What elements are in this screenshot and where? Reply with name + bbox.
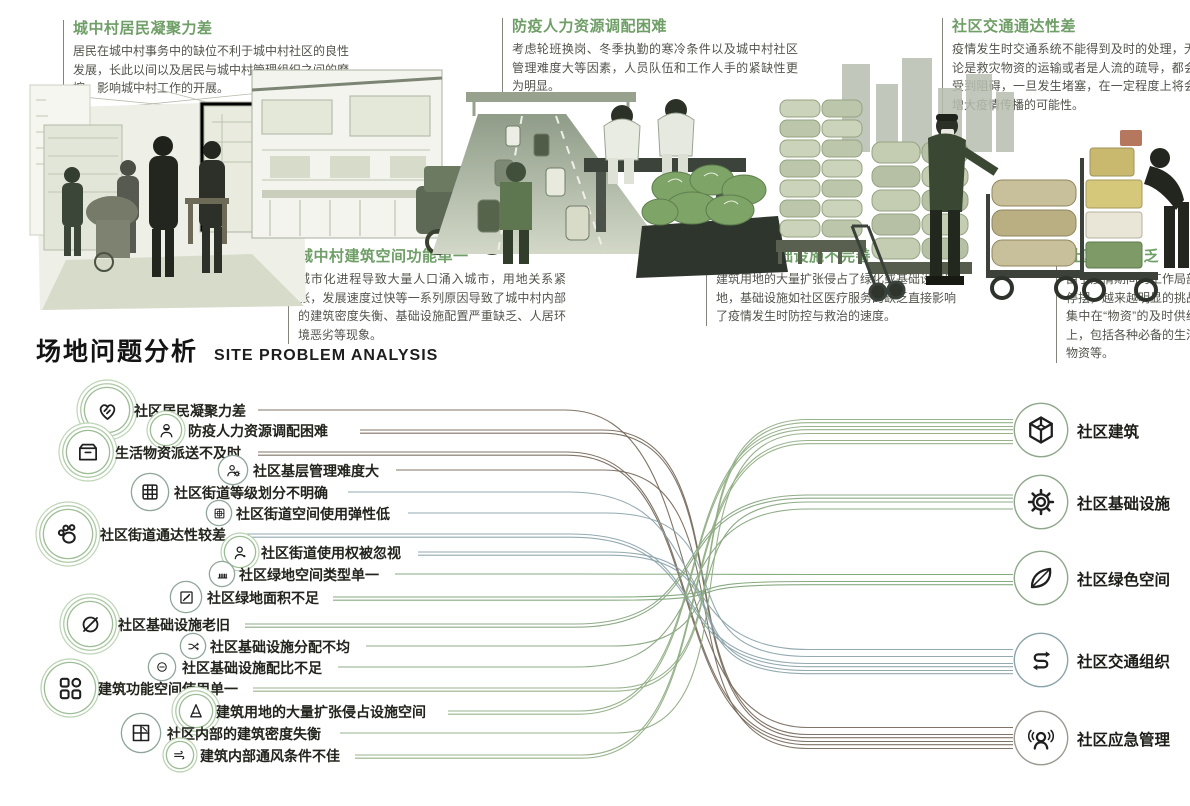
plan-icon <box>179 590 193 604</box>
problem-node-heart-hands <box>85 388 129 432</box>
photo-hand-truck <box>850 224 906 302</box>
problem-node-squares <box>45 663 95 713</box>
annotation-epidemic-manpower: 防疫人力资源调配困难 考虑轮班换岗、冬季执勤的寒冷条件以及城中村社区管理难度大等… <box>502 18 798 96</box>
route-icon <box>1033 651 1051 671</box>
person-dot-icon <box>234 545 245 559</box>
problem-node-shuffle <box>181 634 205 658</box>
annotation-body: 考虑轮班换岗、冬季执勤的寒冷条件以及城中村社区管理难度大等因素，人员队伍和工作人… <box>512 42 798 94</box>
trolley-sacks <box>991 179 1077 267</box>
ban-icon <box>82 616 98 632</box>
wind-icon <box>174 750 185 760</box>
photo-worker-pushing-trolley <box>926 114 1082 300</box>
annotation-body: 建筑用地的大量扩张侵占了绿化或基础设施用地，基础设施如社区医疗服务的缺乏直接影响… <box>716 272 957 324</box>
photo-goods-trolley <box>1080 130 1189 302</box>
problem-node-grid-small <box>207 501 231 525</box>
category-node-people <box>1015 712 1067 764</box>
circle-minus-icon <box>157 662 167 672</box>
problem-label: 社区基础设施分配不均 <box>210 639 350 655</box>
problem-label: 社区街道空间使用弹性低 <box>236 506 390 522</box>
problem-node-wind <box>167 742 193 768</box>
shuffle-icon <box>187 642 199 650</box>
annotation-title: 城中村建筑空间功能单一 <box>298 248 469 265</box>
category-label: 社区应急管理 <box>1077 732 1171 749</box>
problem-node-plan <box>171 582 201 612</box>
section-title-en: SITE PROBLEM ANALYSIS <box>214 347 439 364</box>
category-node-gear <box>1015 476 1067 528</box>
problem-node-person-gear <box>219 456 247 484</box>
section-title: 场地问题分析 SITE PROBLEM ANALYSIS <box>36 332 438 368</box>
section-title-cn: 场地问题分析 <box>36 338 199 366</box>
category-node-leaf <box>1015 552 1067 604</box>
photo-supply-bags <box>636 164 788 278</box>
problem-label: 社区基础设施老旧 <box>118 617 230 633</box>
gear-icon <box>1027 488 1055 516</box>
box-icon <box>79 443 97 461</box>
photo-collage <box>29 58 1189 310</box>
windows-icon <box>132 724 150 742</box>
category-label: 社区交通组织 <box>1077 654 1171 671</box>
problem-label: 生活物资派送不及时 <box>115 445 241 461</box>
photo-village-house <box>251 69 443 239</box>
annotation-title: 防疫人力资源调配困难 <box>512 18 668 35</box>
category-label: 社区基础设施 <box>1077 496 1171 513</box>
category-label: 社区建筑 <box>1077 424 1140 441</box>
person-gear-icon <box>226 464 240 477</box>
category-node-route <box>1015 634 1067 686</box>
problem-node-a-frame <box>180 695 212 727</box>
leaf-icon <box>1030 567 1052 589</box>
person-mask-icon <box>159 423 173 437</box>
annotation-title: 社区交通通达性差 <box>952 18 1077 35</box>
problem-label: 建筑功能空间使用单一 <box>98 681 238 697</box>
category-node-cube <box>1015 404 1067 456</box>
people-icon <box>1027 729 1055 750</box>
cube-icon <box>1029 416 1053 444</box>
heart-hands-icon <box>99 403 115 420</box>
problem-node-box <box>67 431 109 473</box>
problem-label: 防疫人力资源调配困难 <box>188 423 328 439</box>
grid-small-icon <box>214 508 224 518</box>
annotation-title: 城中村居民凝聚力差 <box>73 20 213 37</box>
annotation-body: 城市化进程导致大量人口涌入城市，用地关系紧张，发展速度过快等一系列原因导致了城中… <box>298 272 566 342</box>
problem-node-circle-minus <box>149 654 175 680</box>
rows-icon <box>217 573 227 579</box>
problem-node-person-mask <box>151 415 181 445</box>
problem-label: 社区街道通达性较差 <box>100 527 226 543</box>
paw-icon <box>57 524 76 544</box>
grid-icon <box>142 484 158 500</box>
problem-node-ban <box>68 602 112 646</box>
a-frame-icon <box>190 704 202 718</box>
squares-icon <box>59 677 81 699</box>
problem-node-rows <box>210 562 234 586</box>
annotation-body: 居民在城中村事务中的缺位不利于城中村社区的良性发展，长此以间以及居民与城中村管理… <box>73 44 350 96</box>
problem-label: 建筑用地的大量扩张侵占设施空间 <box>216 704 426 720</box>
traffic-worker <box>500 162 532 264</box>
problem-label: 社区内部的建筑密度失衡 <box>167 726 321 742</box>
problem-label: 社区基层管理难度大 <box>253 463 379 479</box>
category-label: 社区绿色空间 <box>1077 572 1171 589</box>
problem-label: 社区绿地空间类型单一 <box>239 567 379 583</box>
problem-node-windows <box>122 714 160 752</box>
problem-label: 社区基础设施配比不足 <box>182 660 322 676</box>
photo-highway-traffic <box>432 92 668 264</box>
problem-label: 社区街道等级划分不明确 <box>174 485 328 501</box>
bending-person <box>1144 148 1189 268</box>
problem-label: 社区居民凝聚力差 <box>134 403 246 419</box>
problem-node-paw <box>44 510 92 558</box>
problem-label: 社区街道使用权被忽视 <box>261 545 401 561</box>
problem-node-grid <box>132 474 168 510</box>
problem-label: 社区绿地面积不足 <box>207 590 319 606</box>
problem-node-person-dot <box>225 537 255 567</box>
annotation-resident-cohesion: 城中村居民凝聚力差 居民在城中村事务中的缺位不利于城中村社区的良性发展，长此以间… <box>63 20 349 98</box>
problem-label: 建筑内部通风条件不佳 <box>200 748 340 764</box>
